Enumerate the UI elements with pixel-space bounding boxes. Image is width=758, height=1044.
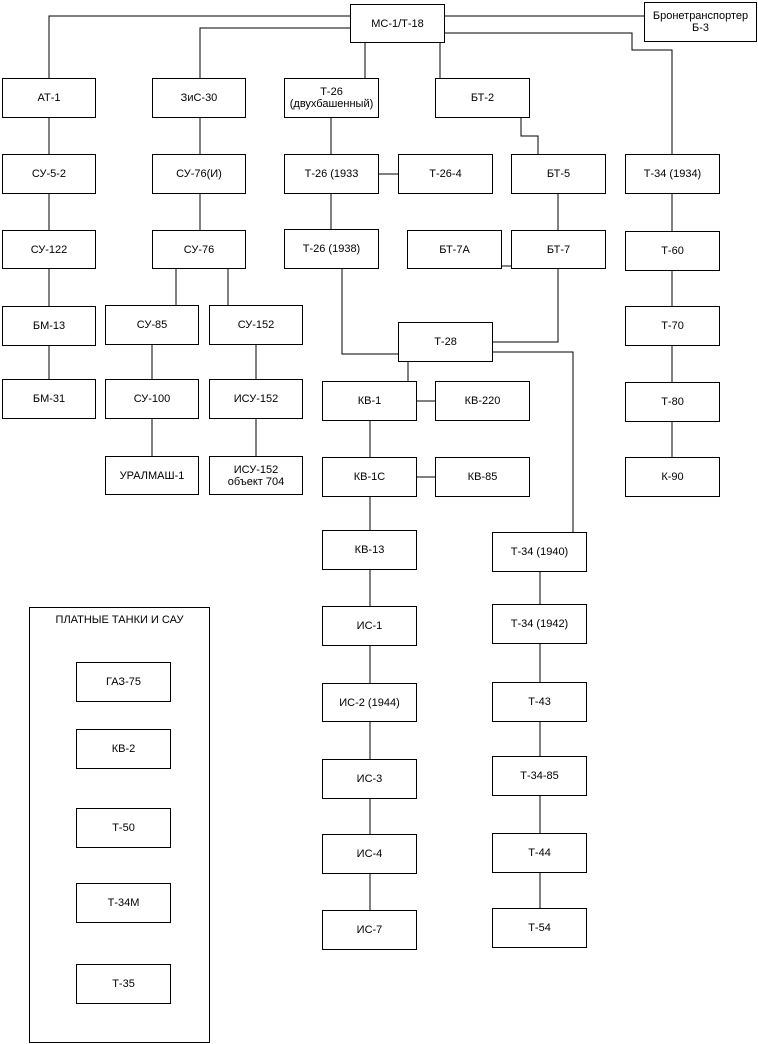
node-t34-1934[interactable]: Т-34 (1934): [625, 154, 720, 194]
node-t43[interactable]: Т-43: [492, 682, 587, 722]
connector-ms1-zis30: [199, 27, 350, 78]
node-is7[interactable]: ИС-7: [322, 910, 417, 950]
node-t80[interactable]: Т-80: [625, 382, 720, 422]
connector-ms1-at1: [48, 15, 350, 78]
premium-item-t34m[interactable]: Т-34М: [76, 883, 171, 923]
node-su52[interactable]: СУ-5-2: [2, 154, 96, 194]
node-isu152[interactable]: ИСУ-152: [209, 379, 303, 419]
node-su100[interactable]: СУ-100: [105, 379, 199, 419]
premium-group-title: ПЛАТНЫЕ ТАНКИ И САУ: [55, 614, 184, 626]
node-kv85[interactable]: КВ-85: [435, 457, 530, 497]
node-su85[interactable]: СУ-85: [105, 305, 199, 345]
node-is1[interactable]: ИС-1: [322, 606, 417, 646]
node-t54[interactable]: Т-54: [492, 908, 587, 948]
node-t34-1940[interactable]: Т-34 (1940): [492, 532, 587, 572]
connector-bt2-bt5: [520, 118, 539, 154]
node-ms1[interactable]: МС-1/Т-18: [350, 4, 445, 43]
node-bt5[interactable]: БТ-5: [511, 154, 606, 194]
node-t26-1938[interactable]: Т-26 (1938): [284, 229, 379, 269]
node-bm31[interactable]: БМ-31: [2, 379, 96, 419]
node-su152[interactable]: СУ-152: [209, 305, 303, 345]
node-t34-85[interactable]: Т-34-85: [492, 756, 587, 796]
node-t34-1942[interactable]: Т-34 (1942): [492, 604, 587, 644]
node-t26-two-turret[interactable]: Т-26(двухбашенный): [284, 78, 379, 118]
node-kv1[interactable]: КВ-1: [322, 381, 417, 421]
connector-bt7-t28: [493, 269, 559, 343]
premium-item-gaz75[interactable]: ГАЗ-75: [76, 662, 171, 702]
node-bt7[interactable]: БТ-7: [511, 230, 606, 269]
premium-item-kv2[interactable]: КВ-2: [76, 729, 171, 769]
node-bt2[interactable]: БТ-2: [435, 78, 530, 118]
node-zis30[interactable]: ЗиС-30: [152, 78, 246, 118]
node-bt7a[interactable]: БТ-7А: [407, 230, 502, 269]
node-k90[interactable]: К-90: [625, 457, 720, 497]
node-bm13[interactable]: БМ-13: [2, 306, 96, 346]
connector-t26_1938-t28: [341, 269, 398, 355]
node-su122[interactable]: СУ-122: [2, 230, 96, 269]
node-t26-4[interactable]: Т-26-4: [398, 154, 493, 194]
node-t44[interactable]: Т-44: [492, 833, 587, 873]
node-t60[interactable]: Т-60: [625, 231, 720, 271]
node-uralmash1[interactable]: УРАЛМАШ-1: [105, 456, 199, 495]
node-t28[interactable]: Т-28: [398, 322, 493, 362]
node-t70[interactable]: Т-70: [625, 306, 720, 346]
node-su76i[interactable]: СУ-76(И): [152, 154, 246, 194]
node-t26-1933[interactable]: Т-26 (1933: [284, 154, 379, 194]
connector-ms1-t34_1934: [445, 32, 673, 154]
node-is3[interactable]: ИС-3: [322, 759, 417, 799]
node-su76[interactable]: СУ-76: [152, 230, 246, 269]
connector-t28-t34_1940: [493, 351, 574, 532]
node-kv13[interactable]: КВ-13: [322, 530, 417, 570]
node-at1[interactable]: АТ-1: [2, 78, 96, 118]
node-is2-1944[interactable]: ИС-2 (1944): [322, 683, 417, 722]
node-is4[interactable]: ИС-4: [322, 834, 417, 874]
node-kv1s[interactable]: КВ-1С: [322, 457, 417, 497]
node-kv220[interactable]: КВ-220: [435, 381, 530, 421]
premium-item-t35[interactable]: Т-35: [76, 964, 171, 1004]
premium-item-t50[interactable]: Т-50: [76, 808, 171, 848]
